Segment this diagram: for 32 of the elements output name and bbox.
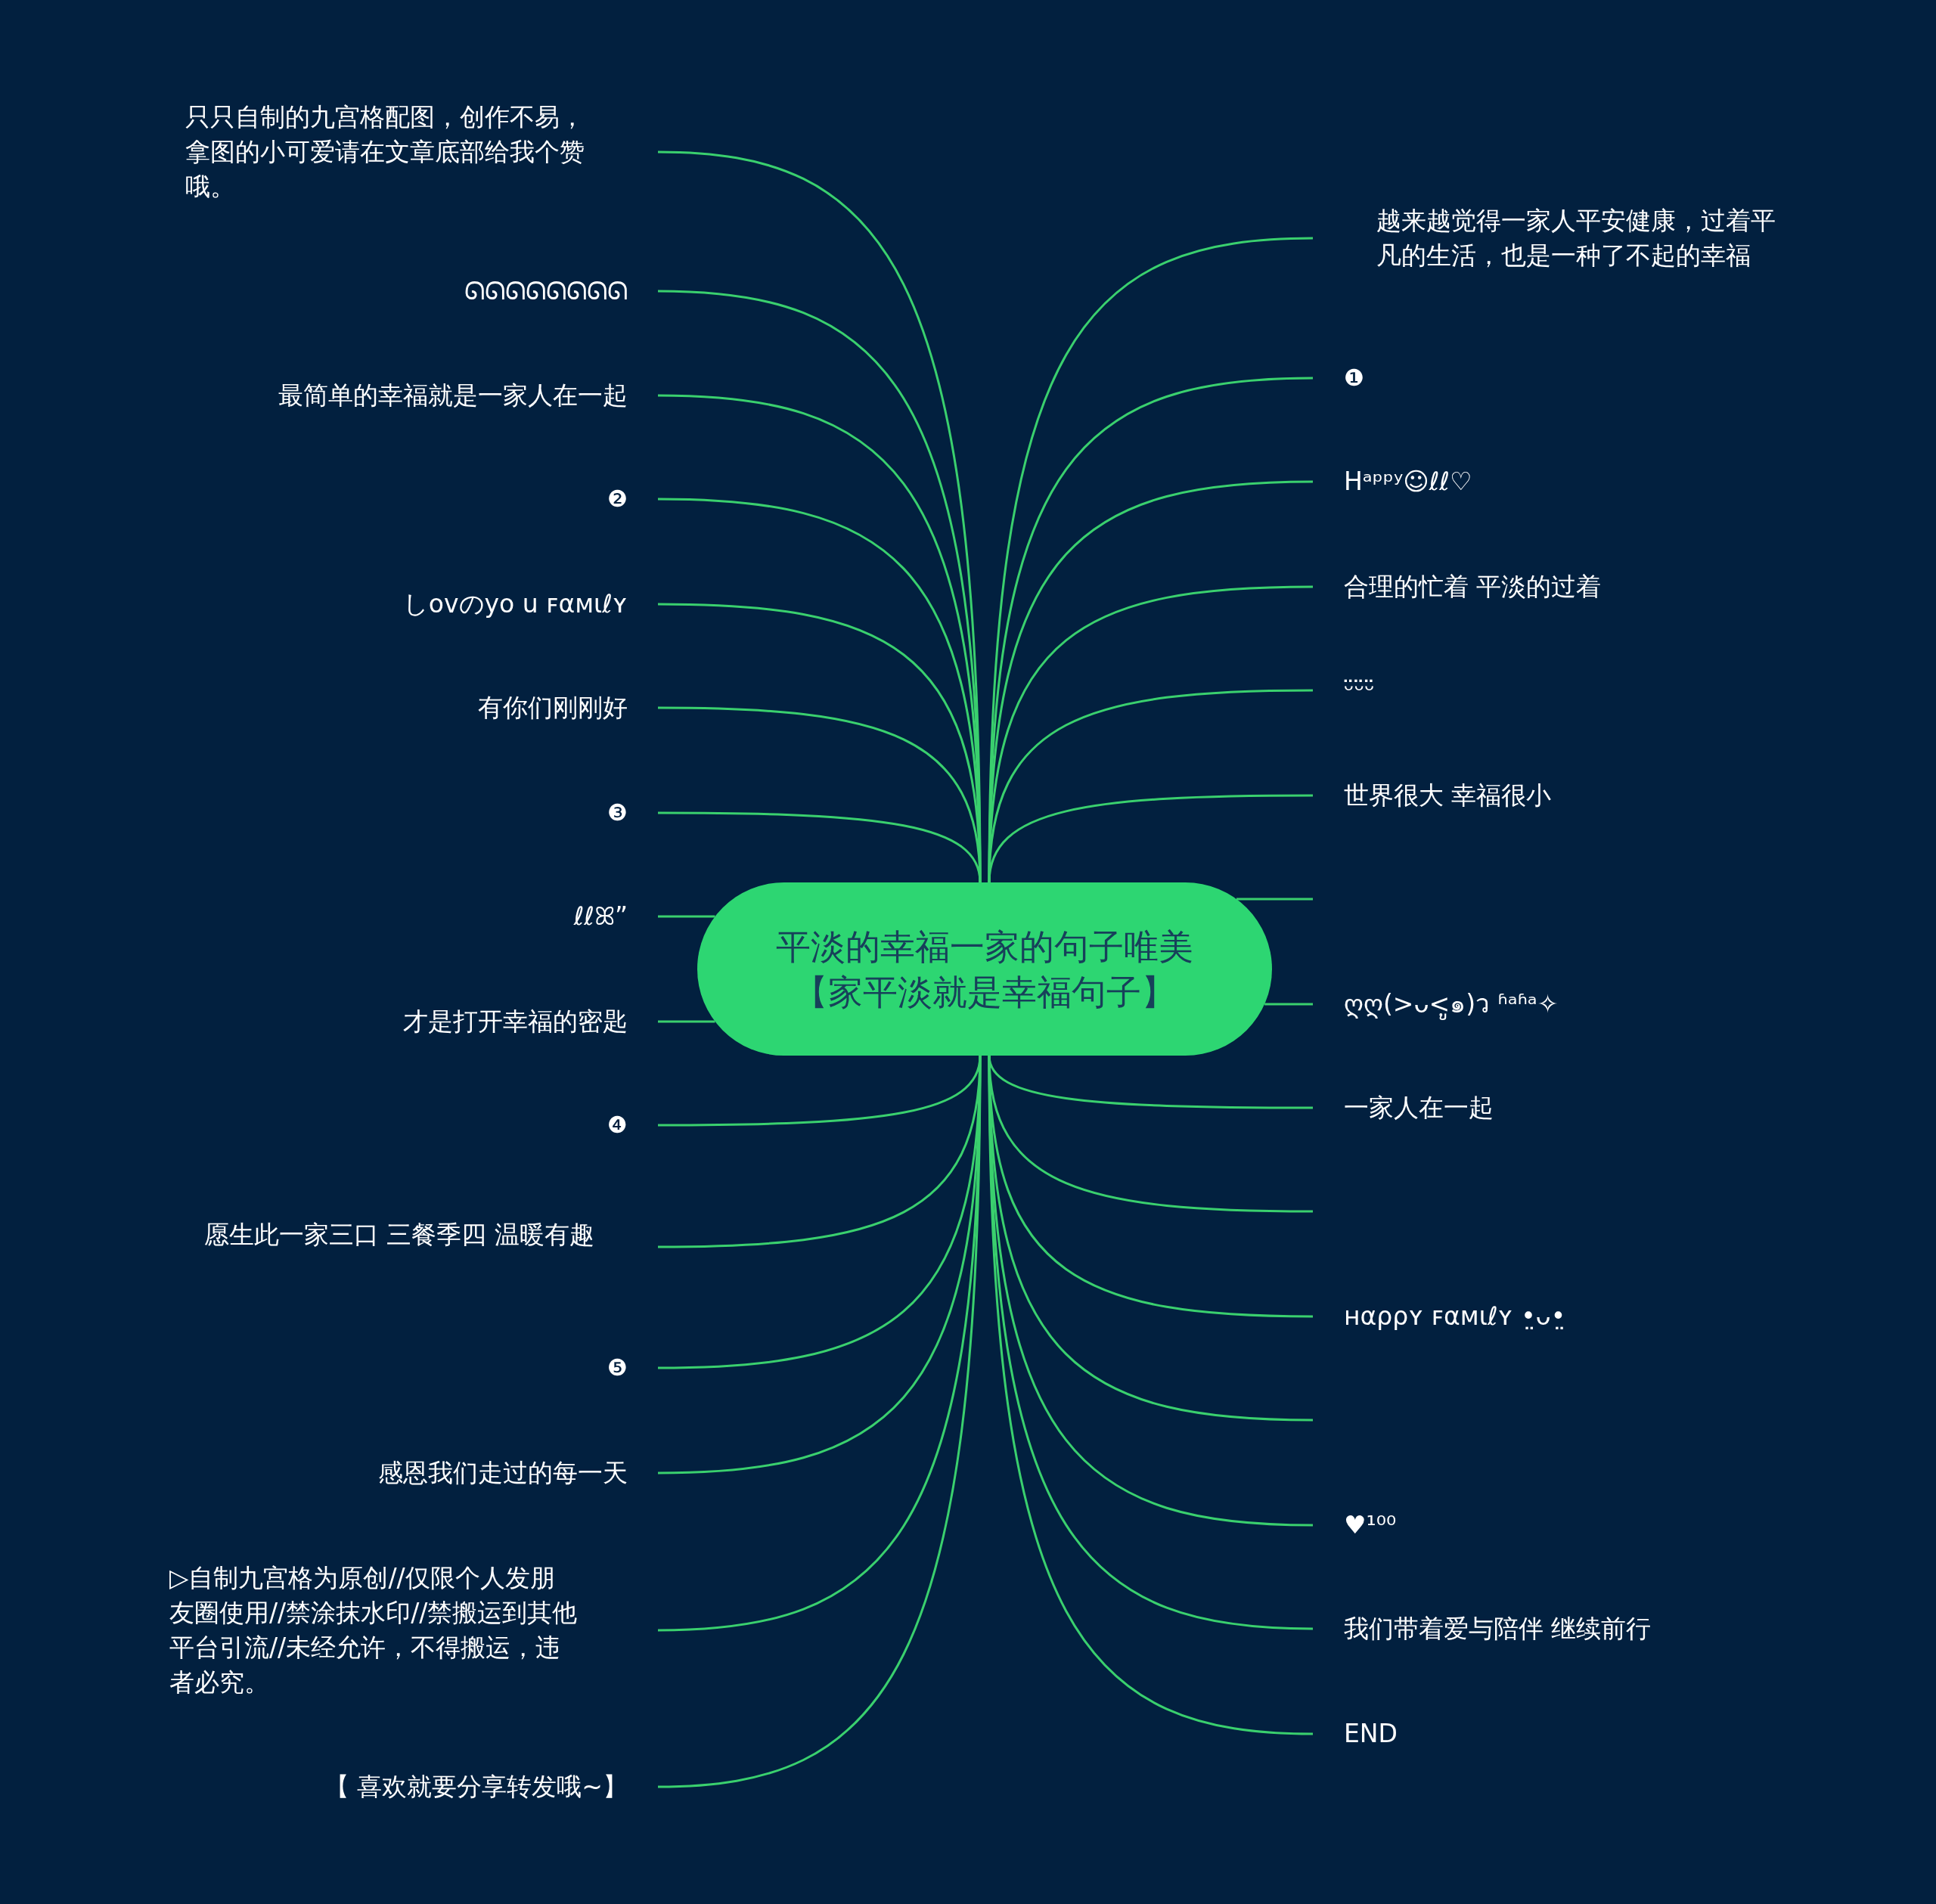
branch-text: ᘏᘏᘏᘏᘏᘏᘏᘏ	[151, 274, 658, 309]
branch-text: しovのyo u ꜰαмιℓʏ	[151, 587, 658, 622]
branch-text: ❷	[151, 482, 658, 516]
branch-text: 我们带着爱与陪伴 继续前行	[1313, 1611, 1842, 1646]
branch-text: 【 喜欢就要分享转发哦~】	[151, 1769, 658, 1804]
branch-text: ℓℓꕤ”	[151, 899, 658, 934]
branch-line	[1264, 1003, 1313, 1006]
branch-text: END	[1313, 1716, 1842, 1751]
branch-text: 世界很大 幸福很小	[1313, 778, 1842, 813]
central-topic-pill: 平淡的幸福一家的句子唯美【家平淡就是幸福句子】	[697, 882, 1272, 1056]
branch-text: 有你们刚刚好	[151, 690, 658, 725]
branch-text: 一家人在一起	[1313, 1090, 1842, 1125]
branch-text: ʜαρρʏ ꜰαмιℓʏ •̤ᴗ•̤	[1313, 1299, 1842, 1334]
branch-text: 才是打开幸福的密匙	[151, 1004, 658, 1039]
branch-text: ❶	[1313, 361, 1842, 395]
branch-text: ♥¹⁰⁰	[1313, 1508, 1842, 1543]
branch-text: 只只自制的九宫格配图，创作不易，拿图的小可爱请在文章底部给我个赞哦。	[185, 100, 658, 204]
branch-line	[658, 915, 715, 918]
branch-text: ❸	[151, 795, 658, 830]
branch-text: Hᵃᵖᵖʸ☺ℓℓ♡	[1313, 464, 1842, 499]
branch-text: ❹	[151, 1108, 658, 1143]
branch-text: ▷自制九宫格为原创//仅限个人发朋友圈使用//禁涂抹水印//禁搬运到其他平台引流//未经允许，不得搬运，违者必究。	[169, 1561, 658, 1700]
branch-line	[658, 1020, 715, 1023]
branch-text: ღღ(>ᴗ<ູ๑)ว ʱᵃʱᵃ✧	[1313, 987, 1842, 1022]
branch-line	[1236, 898, 1313, 901]
branch-text: 合理的忙着 平淡的过着	[1313, 569, 1842, 604]
branch-text: 愿生此一家三口 三餐季四 温暖有趣	[204, 1217, 658, 1252]
branch-text: ᵕ̈ᵕ̈ᵕ̈	[1313, 673, 1842, 708]
branch-text: 最简单的幸福就是一家人在一起	[151, 378, 658, 413]
branch-text: 感恩我们走过的每一天	[151, 1456, 658, 1490]
branch-text: ❺	[151, 1350, 658, 1385]
branch-text: 越来越觉得一家人平安健康，过着平凡的生活，也是一种了不起的幸福	[1313, 203, 1789, 273]
